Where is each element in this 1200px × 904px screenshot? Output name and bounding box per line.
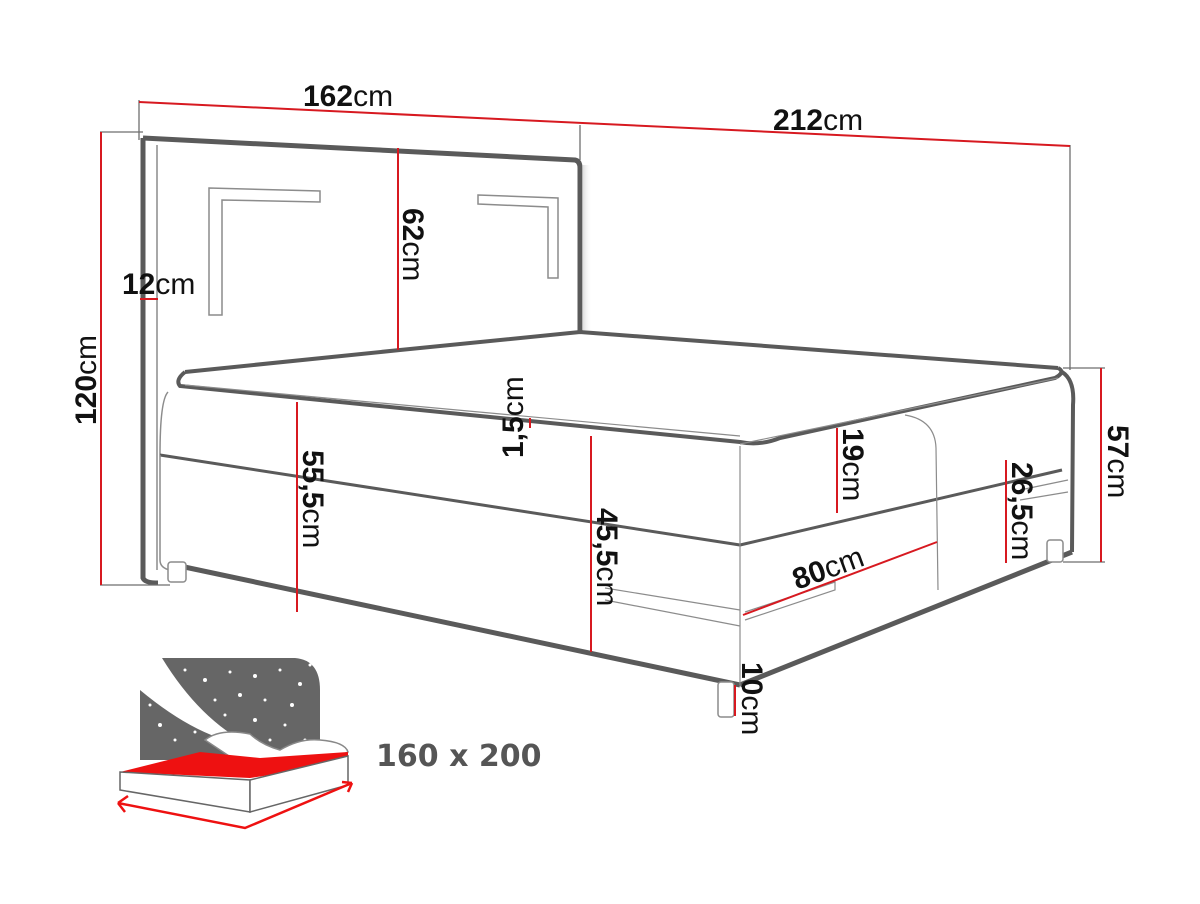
label-headboard-width: 162cm xyxy=(303,80,393,113)
headboard xyxy=(140,135,592,586)
extension-lines xyxy=(100,100,1105,586)
leg-right xyxy=(1046,539,1064,563)
label-topper: 1,5cm xyxy=(497,376,530,458)
dimension-labels: 162cm 212cm 120cm 12cm 62cm 1,5cm 55,5cm… xyxy=(70,80,1134,735)
label-mattress-height: 19cm xyxy=(836,428,869,501)
label-headboard-thickness: 12cm xyxy=(122,268,195,301)
headboard-decor-left xyxy=(208,187,321,316)
label-bed-height: 57cm xyxy=(1101,425,1134,498)
label-side-height: 55,5cm xyxy=(296,450,329,548)
leg-front xyxy=(717,681,735,718)
label-total-length: 212cm xyxy=(773,104,863,137)
label-total-height: 120cm xyxy=(70,335,103,425)
mattress-size-label: 160 x 200 xyxy=(376,739,541,774)
label-base-height: 26,5cm xyxy=(1005,462,1038,560)
leg-back-left xyxy=(167,561,187,583)
label-headboard-panel: 62cm xyxy=(396,208,429,281)
dim-line-storage xyxy=(742,541,938,616)
label-storage-width: 80cm xyxy=(788,540,868,596)
arrows-icon xyxy=(117,781,353,830)
dimension-lines xyxy=(100,101,1102,716)
night-sky-icon xyxy=(140,658,320,760)
stars-icon xyxy=(148,663,312,742)
bed-body xyxy=(159,329,1076,718)
headboard-decor-right xyxy=(477,194,559,279)
label-front-height: 45,5cm xyxy=(590,508,623,606)
label-leg-height: 10cm xyxy=(735,662,768,735)
mattress-size-icon xyxy=(117,658,354,830)
dim-line-width-length xyxy=(138,101,1071,147)
